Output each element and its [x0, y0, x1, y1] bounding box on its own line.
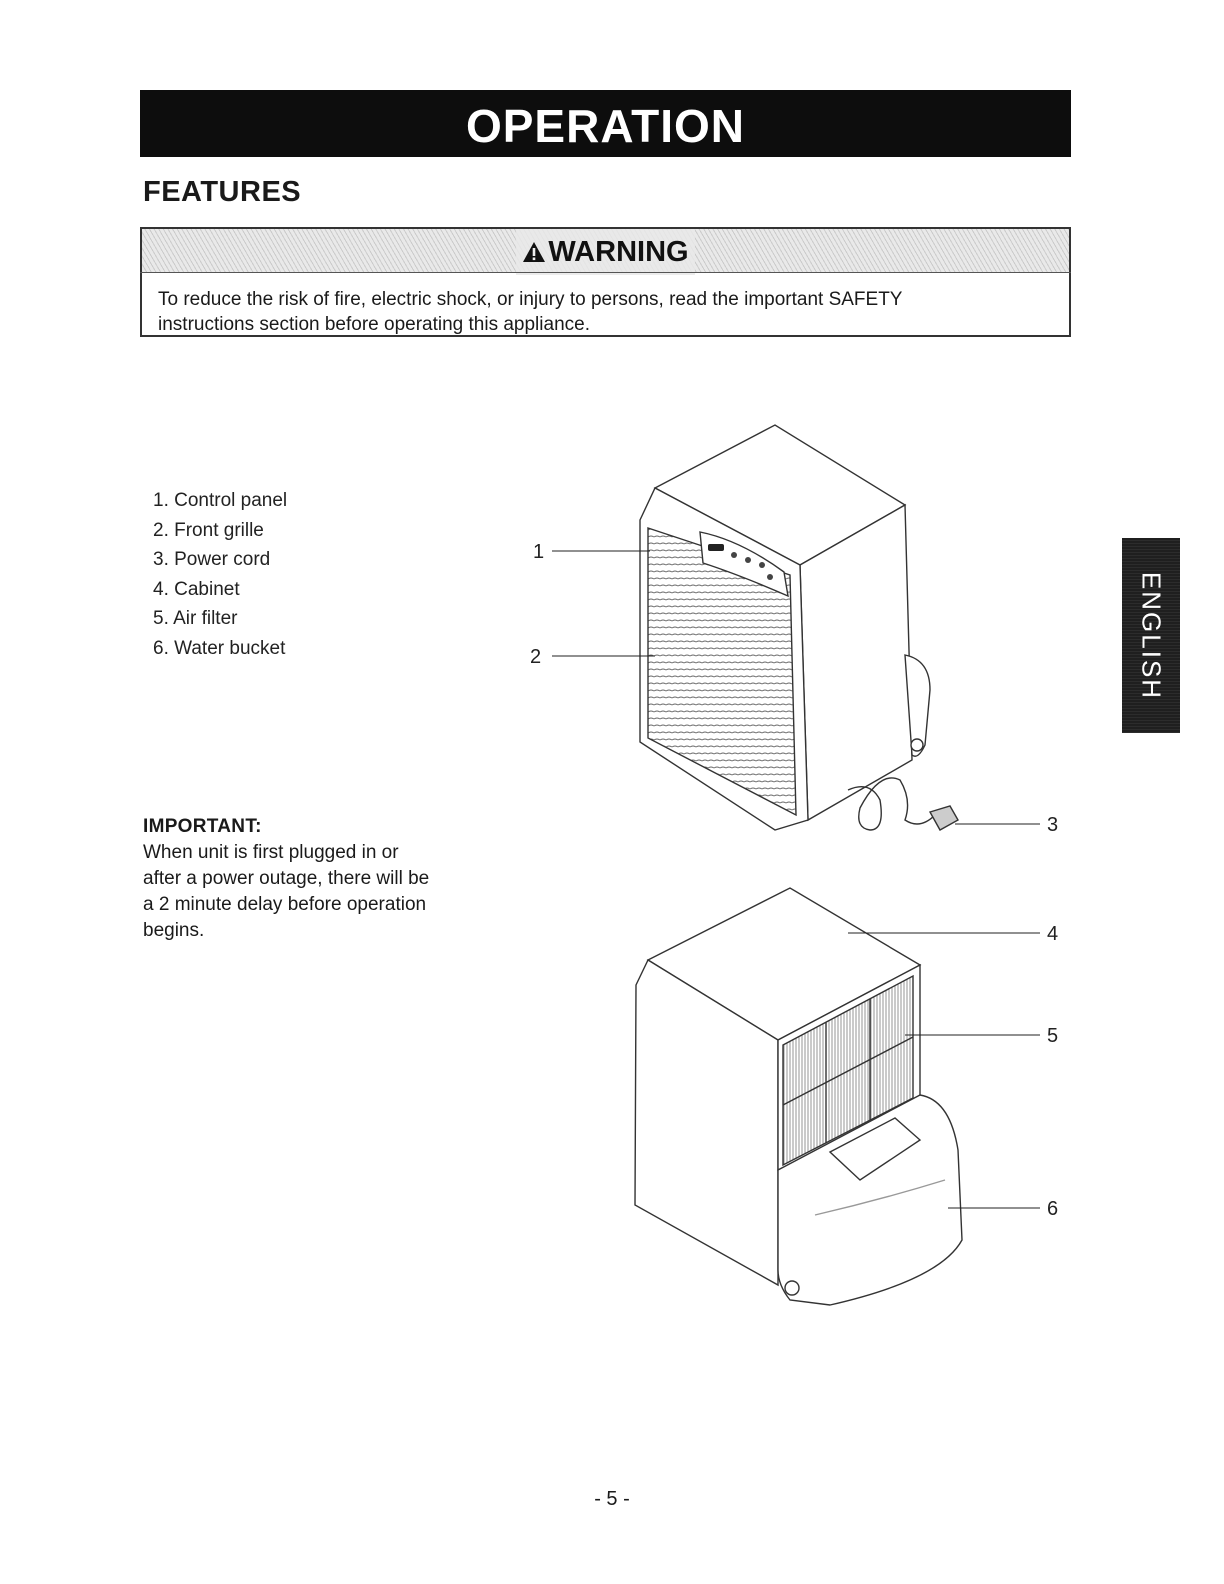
callout-6: 6 [1047, 1198, 1058, 1220]
warning-text-line-1: To reduce the risk of fire, electric sho… [158, 289, 903, 310]
feature-item: 4. Cabinet [153, 578, 240, 600]
feature-item: 2. Front grille [153, 519, 264, 541]
feature-item: 3. Power cord [153, 549, 271, 570]
callout-4: 4 [1047, 923, 1058, 945]
callout-5: 5 [1047, 1025, 1058, 1047]
warning-title: WARNING [548, 236, 689, 268]
front-view-illustration [639, 424, 959, 831]
feature-item: 5. Air filter [153, 608, 238, 629]
warning-divider [140, 272, 1071, 273]
feature-item: 1. Control panel [153, 490, 288, 511]
page-number: - 5 - [594, 1488, 630, 1510]
section-heading: FEATURES [143, 176, 302, 208]
warning-header: WARNING [140, 227, 1071, 275]
feature-item: 6. Water bucket [153, 637, 286, 659]
language-tab-label: ENGLISH [1136, 571, 1167, 700]
important-label: IMPORTANT: [143, 816, 262, 837]
important-note: IMPORTANT: When unit is first plugged in… [143, 814, 483, 944]
warning-triangle-icon [523, 242, 546, 262]
warning-body: To reduce the risk of fire, electric sho… [140, 273, 1071, 337]
rear-view-illustration [634, 887, 963, 1306]
callout-3: 3 [1047, 814, 1058, 836]
page-title: OPERATION [465, 100, 746, 152]
callout-leaders [552, 550, 1040, 1209]
page-title-banner: OPERATION [140, 90, 1071, 157]
features-list: 1. Control panel 2. Front grille 3. Powe… [153, 486, 287, 663]
important-text: When unit is first plugged in or after a… [143, 842, 430, 941]
callout-2: 2 [530, 646, 541, 668]
callout-1: 1 [533, 541, 544, 563]
warning-text-line-2: instructions section before operating th… [158, 314, 590, 335]
warning-title-wrap: WARNING [516, 229, 695, 275]
language-tab: ENGLISH [1122, 538, 1180, 733]
